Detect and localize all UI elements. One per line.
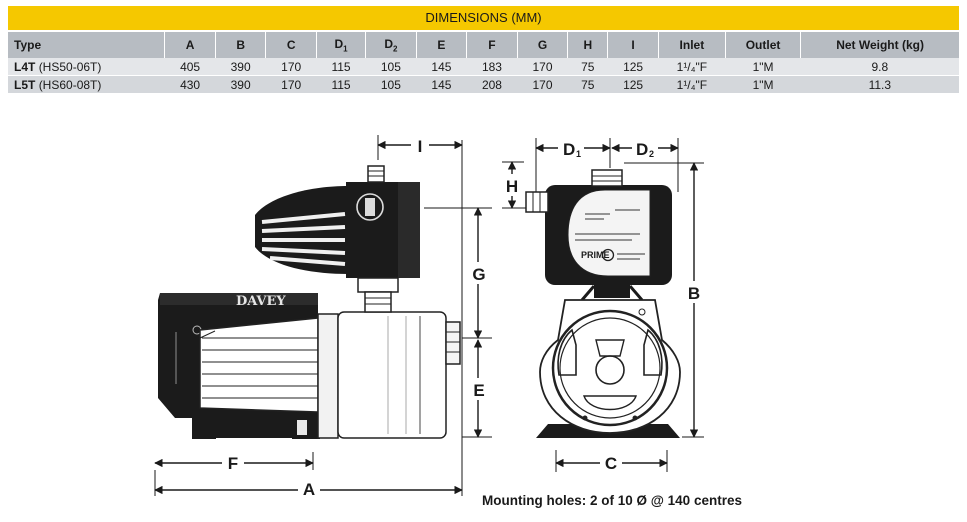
dimension-h: H bbox=[501, 161, 526, 209]
motor-fan-ribs bbox=[199, 317, 319, 413]
dimension-b: B bbox=[624, 162, 705, 438]
cell-h: 75 bbox=[567, 58, 608, 76]
cell-model: L5T bbox=[14, 77, 36, 92]
cell-b: 390 bbox=[215, 75, 266, 93]
dimension-e: E bbox=[462, 339, 492, 438]
cell-e: 145 bbox=[416, 58, 467, 76]
col-header-a: A bbox=[164, 32, 216, 58]
dim-label-g: G bbox=[472, 265, 485, 284]
dim-label-d2: D bbox=[636, 140, 648, 159]
brand-label: DAVEY bbox=[236, 294, 286, 309]
dimension-d1: D 1 bbox=[535, 136, 611, 192]
controller-prime-label: PRIME bbox=[581, 250, 610, 260]
cell-a: 430 bbox=[164, 75, 216, 93]
dimension-c: C bbox=[555, 450, 668, 473]
cell-inlet: 1¹/₄"F bbox=[658, 75, 726, 93]
dimension-g: G bbox=[424, 207, 492, 339]
cell-code: (HS60-08T) bbox=[38, 77, 102, 92]
table-row: L4T (HS50-06T) 405 390 170 115 105 145 1… bbox=[8, 58, 959, 76]
cell-type: L5T (HS60-08T) bbox=[8, 75, 165, 93]
pump-body-front bbox=[536, 299, 681, 438]
cell-i: 125 bbox=[607, 75, 659, 93]
cell-type: L4T (HS50-06T) bbox=[8, 58, 165, 76]
cell-g: 170 bbox=[517, 75, 568, 93]
cell-f: 183 bbox=[466, 58, 518, 76]
cell-net-weight: 9.8 bbox=[800, 58, 959, 76]
cell-c: 170 bbox=[265, 58, 317, 76]
dimension-f: F bbox=[154, 452, 314, 473]
dim-label-a: A bbox=[303, 480, 315, 499]
cell-d2: 105 bbox=[365, 75, 417, 93]
cell-a: 405 bbox=[164, 58, 216, 76]
col-header-d1: D1 bbox=[316, 32, 367, 58]
col-header-inlet: Inlet bbox=[658, 32, 726, 58]
col-header-f: F bbox=[466, 32, 518, 58]
controller-side bbox=[255, 165, 420, 313]
cell-model: L4T bbox=[14, 59, 36, 74]
pump-front-view: PRIME D 1 bbox=[501, 136, 705, 473]
col-header-g: G bbox=[517, 32, 569, 58]
cell-outlet: 1"M bbox=[725, 58, 801, 76]
col-header-d2: D2 bbox=[365, 32, 417, 58]
cell-d2: 105 bbox=[365, 58, 417, 76]
col-header-i: I bbox=[607, 32, 659, 58]
cell-g: 170 bbox=[517, 58, 568, 76]
col-header-b: B bbox=[215, 32, 267, 58]
cell-b: 390 bbox=[215, 58, 266, 76]
dim-label-d2-sub: 2 bbox=[649, 149, 654, 159]
cell-outlet: 1"M bbox=[725, 75, 801, 93]
cell-inlet: 1¹/₄"F bbox=[658, 58, 726, 76]
col-header-type: Type bbox=[8, 32, 166, 58]
dim-label-c: C bbox=[605, 454, 617, 473]
dim-label-f: F bbox=[228, 454, 238, 473]
cell-code: (HS50-06T) bbox=[38, 59, 102, 74]
cell-d1: 115 bbox=[316, 75, 366, 93]
col-header-net-weight: Net Weight (kg) bbox=[800, 32, 959, 58]
col-header-d1-sub: 1 bbox=[343, 44, 348, 54]
dimensions-table: Type A B C D1 D2 E F G H I Inlet Outlet … bbox=[8, 32, 959, 93]
cell-e: 145 bbox=[416, 75, 467, 93]
dim-label-i: I bbox=[418, 137, 423, 156]
controller-front: PRIME bbox=[525, 169, 672, 301]
col-header-e: E bbox=[416, 32, 468, 58]
table-row: L5T (HS60-08T) 430 390 170 115 105 145 2… bbox=[8, 75, 959, 93]
mounting-holes-caption: Mounting holes: 2 of 10 Ø @ 140 centres bbox=[482, 493, 742, 508]
col-header-d1-letter: D bbox=[334, 36, 344, 51]
dim-label-e: E bbox=[473, 381, 484, 400]
col-header-d2-sub: 2 bbox=[392, 44, 398, 54]
col-header-d2-letter: D bbox=[384, 36, 393, 51]
col-header-c: C bbox=[265, 32, 317, 58]
dimension-d2: D 2 bbox=[611, 136, 679, 192]
pump-side-view: DAVEY bbox=[154, 135, 492, 499]
dim-label-d1: D bbox=[563, 140, 575, 159]
pump-housing bbox=[317, 311, 461, 439]
cell-c: 170 bbox=[265, 75, 317, 93]
cell-h: 75 bbox=[567, 75, 608, 93]
cell-net-weight: 11.3 bbox=[800, 75, 959, 93]
dim-label-h: H bbox=[506, 177, 518, 196]
table-header-row: Type A B C D1 D2 E F G H I Inlet Outlet … bbox=[8, 32, 959, 58]
banner-title: DIMENSIONS (MM) bbox=[425, 10, 542, 25]
cell-d1: 115 bbox=[316, 58, 366, 76]
cell-i: 125 bbox=[607, 58, 659, 76]
dimensions-banner: DIMENSIONS (MM) bbox=[8, 6, 959, 30]
dim-label-b: B bbox=[688, 284, 700, 303]
col-header-outlet: Outlet bbox=[725, 32, 802, 58]
dimension-i: I bbox=[377, 135, 463, 160]
col-header-h: H bbox=[567, 32, 609, 58]
dim-label-d1-sub: 1 bbox=[576, 149, 581, 159]
cell-f: 208 bbox=[466, 75, 518, 93]
